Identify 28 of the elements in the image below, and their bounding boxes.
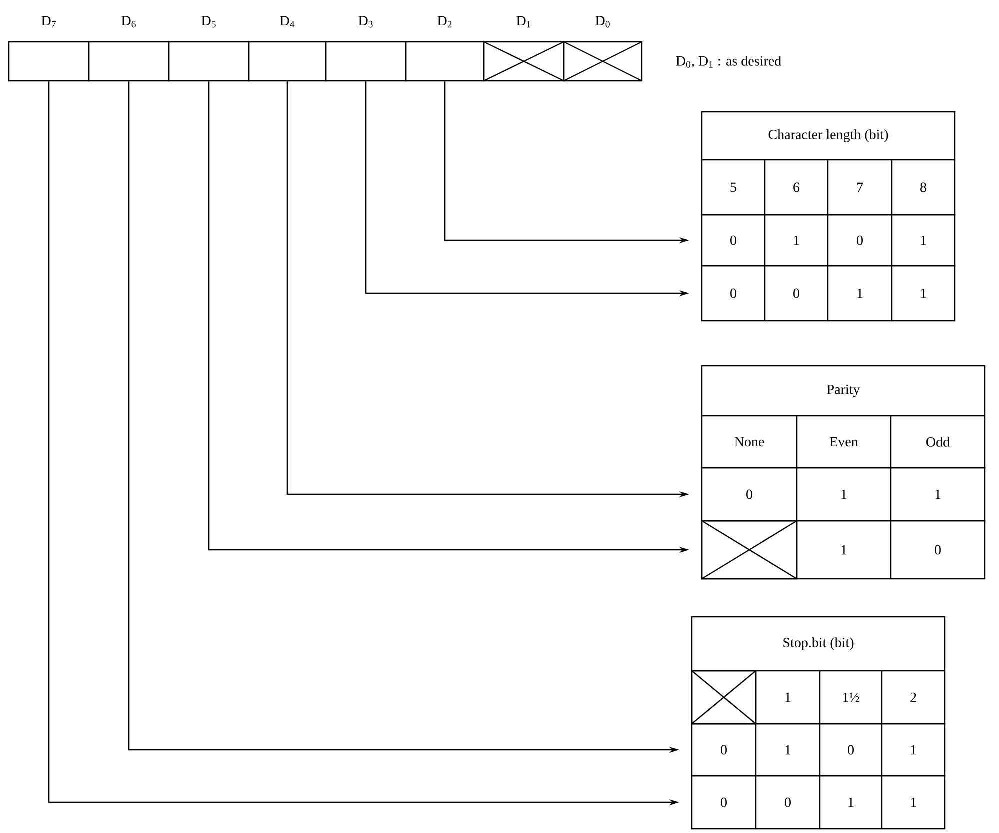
table-row: 1 0 [701, 520, 986, 580]
register-cell: D$_{0}$ [563, 16, 643, 82]
note: D$_{0}$, D$_{1}$ : as desired [676, 56, 782, 68]
table-header: Parity None Even Odd [701, 365, 986, 469]
table-row: 0 1 0 1 [691, 723, 946, 777]
table-row: 0 0 1 1 [701, 265, 956, 322]
node-label: D$_{5}$ [202, 16, 216, 28]
table-row: 0 0 1 1 [691, 775, 946, 830]
crossed-cell [691, 670, 757, 725]
table-row: 0 1 1 [701, 467, 986, 522]
register-cell: D$_{1}$ [483, 16, 565, 82]
node-label: D$_{0}$ [596, 16, 610, 28]
node-label: D$_{2}$ [438, 16, 452, 28]
register-cell: D$_{4}$ [248, 16, 327, 82]
register-cell: D$_{7}$ [8, 16, 90, 82]
register-cell: D$_{5}$ [168, 16, 250, 82]
node-label: D$_{4}$ [280, 16, 295, 28]
table-header: Stop.bit (bit) 1 1½ 2 [691, 616, 946, 725]
table-header: Character length (bit) 5 6 7 8 [701, 111, 956, 216]
node-label: D$_{7}$ [42, 16, 56, 28]
register-cell: D$_{6}$ [88, 16, 170, 82]
node-label: D$_{3}$ [358, 16, 373, 28]
table-row: 0 1 0 1 [701, 214, 956, 267]
register-cell: D$_{2}$ [405, 16, 485, 82]
node-label: D$_{6}$ [122, 16, 136, 28]
node-label: D$_{1}$ [516, 16, 531, 28]
crossed-cell [701, 520, 798, 580]
register-cell: D$_{3}$ [325, 16, 407, 82]
